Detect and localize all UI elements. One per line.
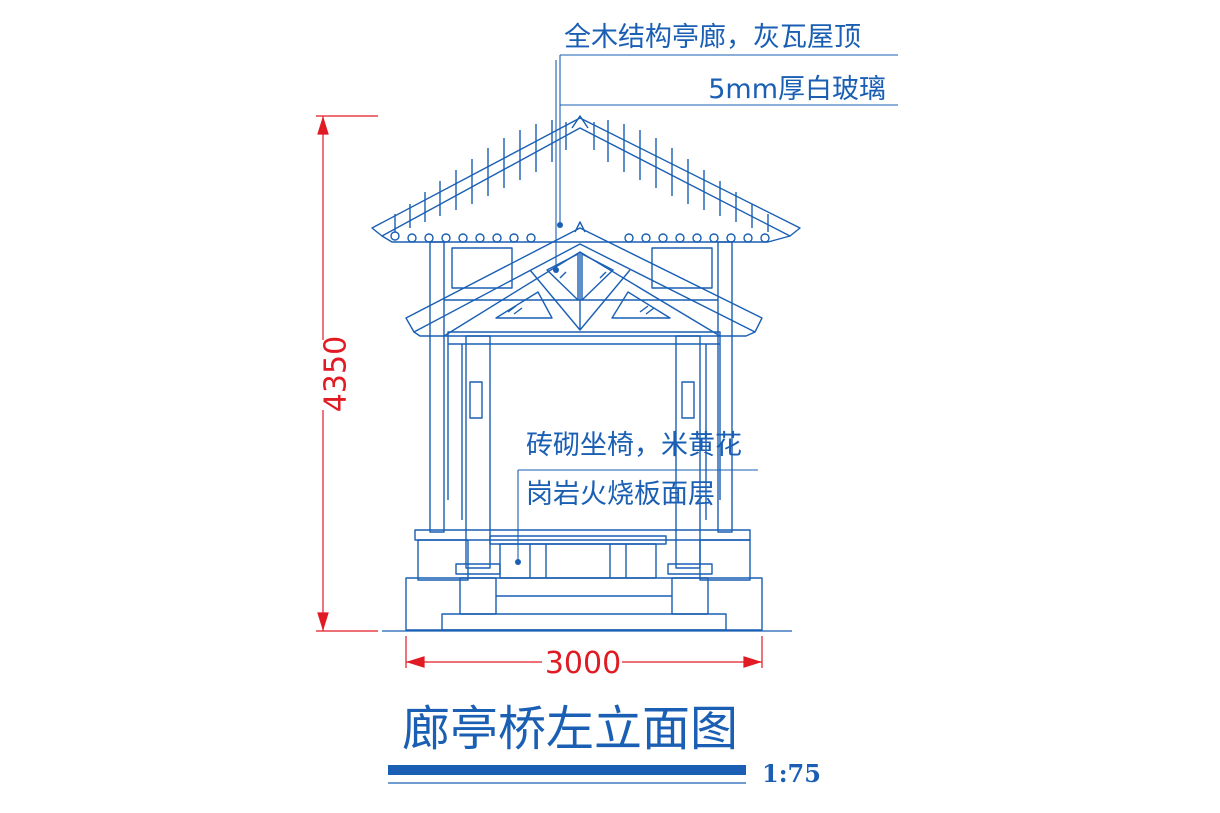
drawing-scale: 1:75 <box>762 759 821 788</box>
leader-dot-bench <box>515 559 521 565</box>
back-frame <box>414 241 751 541</box>
leader-lines <box>517 54 898 560</box>
leader-dot-glass <box>553 267 559 273</box>
annotation-bench-line1: 砖砌坐椅，米黄花 <box>526 430 742 461</box>
dimension-width-label: 3000 <box>545 646 621 681</box>
height-dimension <box>316 115 378 632</box>
leader-dot-roof <box>557 222 563 228</box>
tile-caps <box>390 231 770 243</box>
glass-panels <box>495 253 671 319</box>
bench <box>417 535 751 581</box>
annotation-roof-line2: 5mm厚白玻璃 <box>708 74 886 105</box>
title-underline-thick <box>388 765 746 775</box>
annotation-roof-line1: 全木结构亭廊，灰瓦屋顶 <box>564 22 861 53</box>
front-frame <box>447 331 721 575</box>
front-gable-roof <box>405 221 763 337</box>
annotation-bench-line2: 岗岩火烧板面层 <box>526 479 715 510</box>
pavilion-structure <box>371 54 898 632</box>
width-dimension <box>405 636 763 668</box>
upper-roof <box>371 115 801 243</box>
base-platform <box>382 577 792 632</box>
drawing-title: 廊亭桥左立面图 <box>402 701 738 757</box>
dimension-height-label: 4350 <box>319 336 354 412</box>
